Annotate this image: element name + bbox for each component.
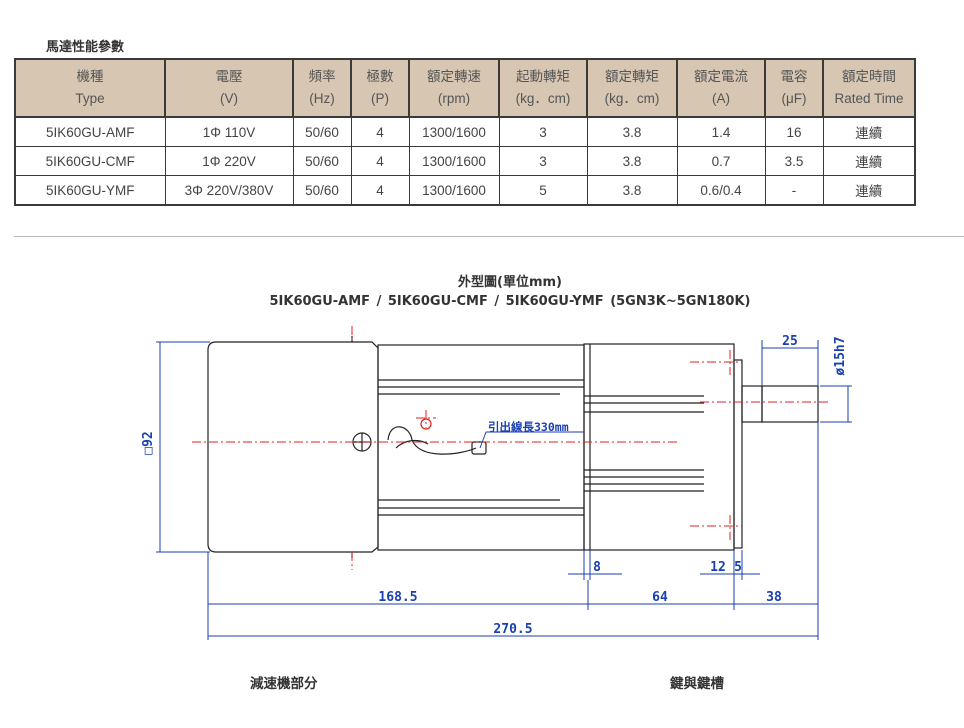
column-header-label: 電壓 bbox=[215, 69, 243, 84]
column-header-label: 極數 bbox=[366, 69, 394, 84]
table-cell: 1300/1600 bbox=[408, 175, 500, 206]
column-header: 額定轉速 (rpm) bbox=[408, 58, 500, 118]
table-cell: 連續 bbox=[822, 146, 916, 176]
column-header-label: 額定轉矩 bbox=[605, 69, 659, 84]
dim-270: 270.5 bbox=[493, 622, 532, 637]
column-header-label: 起動轉矩 bbox=[516, 69, 570, 84]
column-header: 額定電流 (A) bbox=[676, 58, 766, 118]
column-header-label: 額定時間 bbox=[842, 69, 896, 84]
table-cell: 0.6/0.4 bbox=[676, 175, 766, 206]
column-header: 電壓 (V) bbox=[164, 58, 294, 118]
column-header-unit: Type bbox=[75, 91, 105, 106]
dim-12: 12 bbox=[710, 560, 726, 575]
table-cell: 3.5 bbox=[764, 146, 824, 176]
column-header: 機種 Type bbox=[14, 58, 166, 118]
column-header-unit: Rated Time bbox=[834, 91, 904, 106]
center-lines bbox=[192, 326, 830, 570]
section-title: 馬達性能參數 bbox=[46, 40, 125, 55]
column-header: 額定轉矩 (kg．cm) bbox=[586, 58, 678, 118]
dim-5: 5 bbox=[734, 560, 742, 575]
table-cell: 1300/1600 bbox=[408, 146, 500, 176]
table-cell: 5IK60GU-YMF bbox=[14, 175, 166, 206]
dim-8: 8 bbox=[593, 560, 601, 575]
dim-shaft-diameter: ø15h7 bbox=[833, 336, 848, 375]
column-header-label: 機種 bbox=[76, 69, 104, 84]
dim-168: 168.5 bbox=[378, 590, 417, 605]
table-cell: 4 bbox=[350, 175, 410, 206]
column-header-label: 額定電流 bbox=[694, 69, 748, 84]
dimension-labels: □92 25 ø15h7 引出線長330mm 8 12 5 168.5 64 3… bbox=[141, 334, 848, 637]
column-header-unit: (Hz) bbox=[309, 91, 335, 106]
column-header: 電容 (μF) bbox=[764, 58, 824, 118]
table-cell: 3 bbox=[498, 146, 588, 176]
column-header-unit: (P) bbox=[371, 91, 389, 106]
table-cell: 0.7 bbox=[676, 146, 766, 176]
column-header: 起動轉矩 (kg．cm) bbox=[498, 58, 588, 118]
table-cell: 4 bbox=[350, 146, 410, 176]
footer-right: 鍵與鍵槽 bbox=[670, 676, 724, 692]
divider bbox=[14, 236, 964, 237]
column-header: 額定時間 Rated Time bbox=[822, 58, 916, 118]
dim-shaft-length: 25 bbox=[782, 334, 798, 349]
footer-left: 減速機部分 bbox=[250, 676, 318, 692]
table-cell: - bbox=[764, 175, 824, 206]
column-header-label: 電容 bbox=[780, 69, 808, 84]
figure-title: 外型圖(單位mm) bbox=[458, 275, 562, 290]
table-cell: 3.8 bbox=[586, 175, 678, 206]
table-cell: 5 bbox=[498, 175, 588, 206]
column-header-label: 額定轉速 bbox=[427, 69, 481, 84]
spec-table: 機種 Type 電壓 (V) 頻率 (Hz) 極數 (P) 額定轉速 (rpm) 起動轉矩 (kg．c… bbox=[14, 58, 916, 206]
table-header-row: 機種 Type 電壓 (V) 頻率 (Hz) 極數 (P) 額定轉速 (rpm) 起動轉矩 (kg．c… bbox=[14, 58, 916, 118]
dim-64: 64 bbox=[652, 590, 668, 605]
column-header-unit: (A) bbox=[712, 91, 730, 106]
column-header-unit: (V) bbox=[220, 91, 238, 106]
table-cell: 連續 bbox=[822, 116, 916, 147]
table-cell: 50/60 bbox=[292, 146, 352, 176]
column-header: 頻率 (Hz) bbox=[292, 58, 352, 118]
column-header-unit: (rpm) bbox=[437, 91, 471, 106]
table-cell: 連續 bbox=[822, 175, 916, 206]
column-header-unit: (kg．cm) bbox=[604, 91, 660, 106]
figure-subtitle: 5IK60GU-AMF / 5IK60GU-CMF / 5IK60GU-YMF … bbox=[269, 294, 751, 309]
column-header-label: 頻率 bbox=[308, 69, 336, 84]
column-header: 極數 (P) bbox=[350, 58, 410, 118]
table-cell: 1Φ 220V bbox=[164, 146, 294, 176]
motor-outline bbox=[207, 336, 819, 558]
dim-38: 38 bbox=[766, 590, 782, 605]
dim-lead-wire: 引出線長330mm bbox=[488, 420, 569, 434]
table-cell: 50/60 bbox=[292, 175, 352, 206]
column-header-unit: (kg．cm) bbox=[515, 91, 571, 106]
table-cell: 5IK60GU-AMF bbox=[14, 116, 166, 147]
table-cell: 5IK60GU-CMF bbox=[14, 146, 166, 176]
dim-height: □92 bbox=[141, 431, 156, 454]
column-header-unit: (μF) bbox=[781, 91, 807, 106]
table-cell: 3Φ 220V/380V bbox=[164, 175, 294, 206]
dimension-lines bbox=[156, 340, 852, 640]
